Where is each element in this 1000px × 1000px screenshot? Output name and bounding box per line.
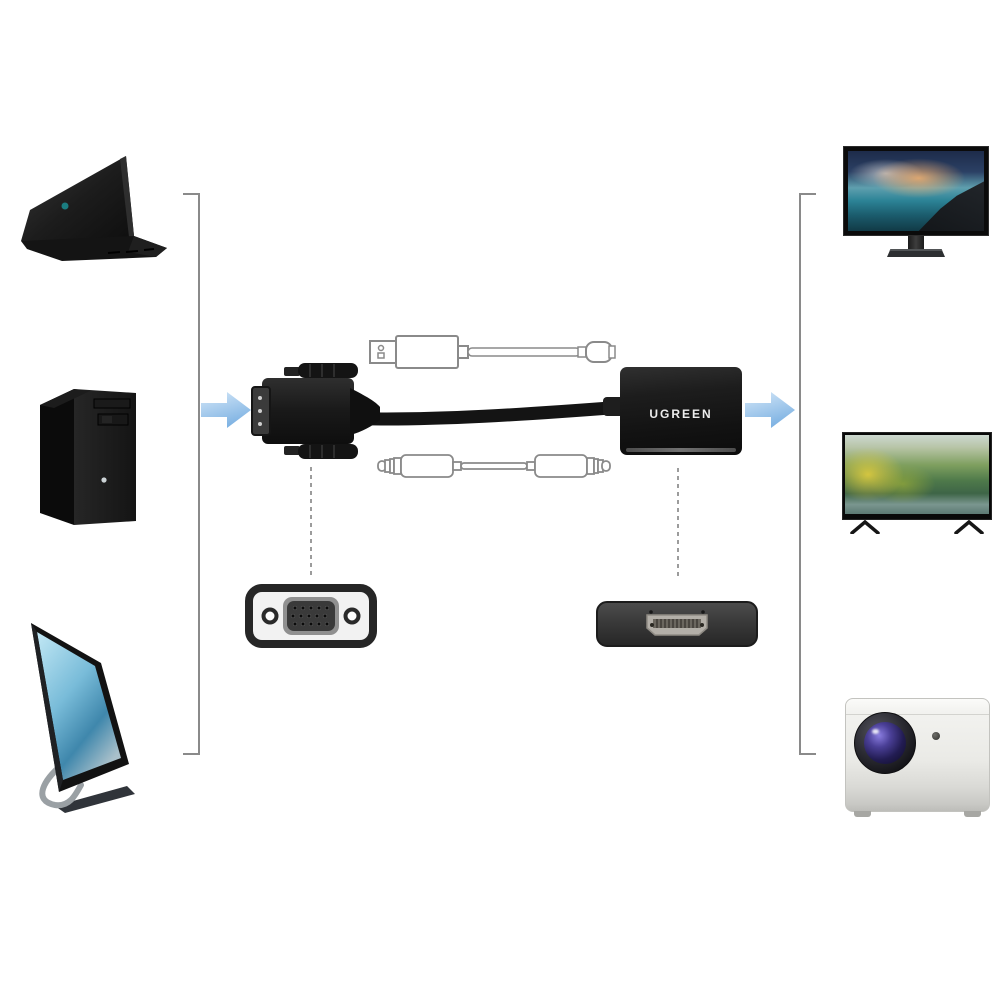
projector-foot: [854, 811, 871, 817]
tv-icon: [842, 432, 992, 534]
monitor-panel: [843, 146, 989, 236]
monitor-screen: [848, 151, 984, 231]
projector-foot: [964, 811, 981, 817]
source-group-bracket: [183, 193, 200, 755]
output-group-bracket: [799, 193, 816, 755]
flow-arrow-left-icon: [201, 392, 251, 428]
all-in-one-pc-icon: [31, 623, 135, 813]
hdmi-connector-closeup-icon: [596, 601, 758, 647]
tv-legs: [850, 520, 984, 534]
projector-lens: [854, 712, 916, 774]
adapter-body: UGREEN: [620, 367, 742, 455]
tv-panel: [842, 432, 992, 520]
dotted-leader-hdmi: [677, 468, 679, 576]
projector-body: [845, 698, 990, 812]
vga-connector-closeup-icon: [245, 584, 377, 648]
dotted-leader-vga: [310, 467, 312, 577]
monitor-stand-neck: [908, 236, 924, 249]
desktop-tower-icon: [40, 389, 136, 525]
laptop-icon: [21, 156, 167, 261]
aux-audio-cable-icon: [377, 454, 611, 478]
monitor-icon: [843, 146, 989, 262]
projector-lens-glass: [864, 722, 906, 764]
tv-screen: [845, 435, 989, 514]
monitor-stand-base: [887, 249, 945, 257]
projector-sensor-dot: [932, 732, 940, 740]
flow-arrow-right-icon: [745, 392, 795, 428]
vga-to-hdmi-cable: [335, 397, 631, 426]
brand-label: UGREEN: [649, 407, 713, 421]
projector-icon: [845, 698, 990, 818]
usb-a-to-micro-usb-cable-icon: [369, 335, 616, 369]
vga-plug-icon: [251, 363, 380, 459]
